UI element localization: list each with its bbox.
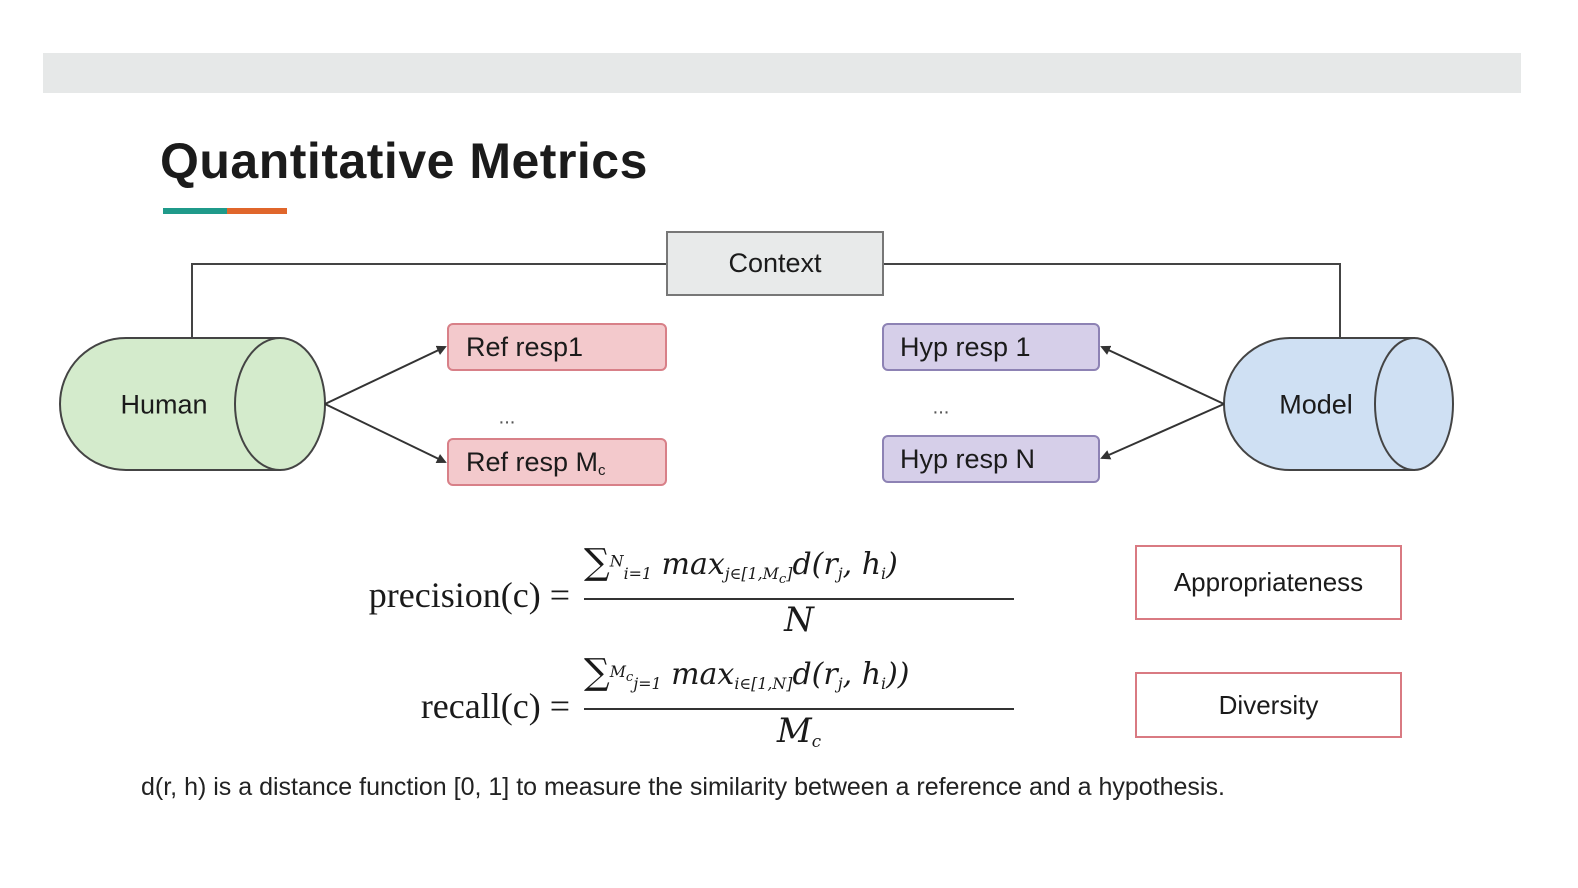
hyp-ellipsis: ... bbox=[932, 396, 950, 419]
hyp-response-1-box: Hyp resp 1 bbox=[882, 323, 1100, 371]
diversity-box: Diversity bbox=[1135, 672, 1402, 738]
model-cylinder bbox=[1223, 337, 1454, 471]
context-to-model-connector bbox=[884, 263, 1341, 340]
recall-lhs: recall(c) = bbox=[420, 686, 570, 726]
arrow-model-to-hyp1 bbox=[1100, 345, 1225, 405]
precision-numerator: ∑Ni=1 maxj∈[1,Mc]d(rj, hi) bbox=[584, 542, 898, 587]
arrow-model-to-hyp-last bbox=[1100, 403, 1225, 460]
ref-response-1-label: Ref resp1 bbox=[466, 331, 584, 362]
precision-denominator: N bbox=[784, 600, 814, 640]
recall-numerator: ∑Mcj=1 maxi∈[1,N]d(rj, hi)) bbox=[584, 652, 910, 693]
title-accent-orange bbox=[227, 208, 287, 214]
precision-lhs: precision(c) = bbox=[368, 575, 570, 615]
hyp-response-last-label: Hyp resp N bbox=[900, 443, 1036, 474]
model-label: Model bbox=[1279, 389, 1353, 420]
ref-ellipsis: ... bbox=[498, 406, 516, 429]
slide-header-bar bbox=[43, 53, 1521, 93]
title-accent-teal bbox=[163, 208, 227, 214]
context-box: Context bbox=[666, 231, 884, 296]
context-to-human-connector bbox=[191, 263, 666, 340]
appropriateness-box: Appropriateness bbox=[1135, 545, 1402, 620]
ref-response-last-label: Ref resp M bbox=[466, 446, 599, 477]
ref-response-1-box: Ref resp1 bbox=[447, 323, 667, 371]
hyp-response-last-box: Hyp resp N bbox=[882, 435, 1100, 483]
hyp-response-1-label: Hyp resp 1 bbox=[900, 331, 1031, 362]
arrow-human-to-ref1 bbox=[324, 345, 447, 405]
distance-footnote: d(r, h) is a distance function [0, 1] to… bbox=[141, 773, 1225, 801]
recall-denominator: Mc bbox=[776, 711, 822, 751]
human-label: Human bbox=[120, 389, 208, 420]
slide-title: Quantitative Metrics bbox=[160, 133, 648, 189]
arrow-human-to-ref-last bbox=[324, 403, 447, 464]
recall-fraction-line bbox=[584, 708, 1014, 710]
ref-response-last-subscript: c bbox=[598, 461, 606, 479]
human-cylinder bbox=[59, 337, 326, 471]
precision-fraction-line bbox=[584, 598, 1014, 600]
